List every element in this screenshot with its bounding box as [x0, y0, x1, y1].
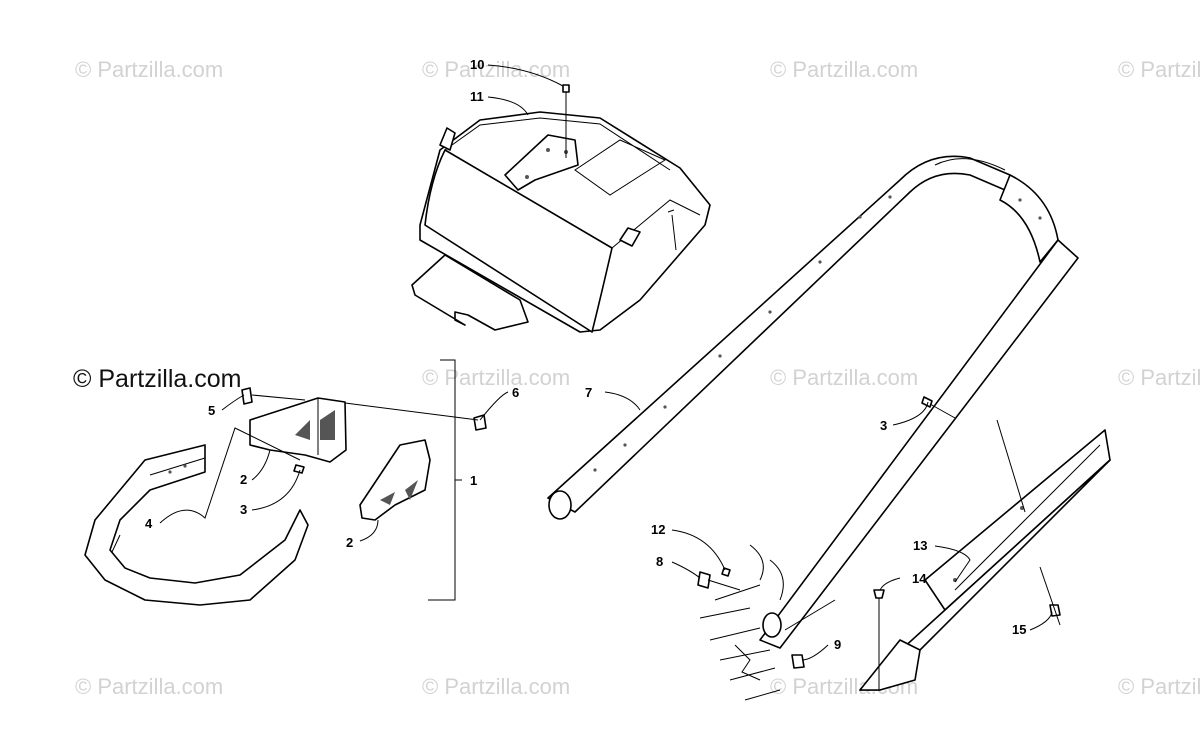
callout-12: 12: [651, 522, 665, 537]
part-rivet-12[interactable]: [721, 567, 731, 577]
callout-14: 14: [912, 571, 927, 586]
callout-13: 13: [913, 538, 927, 553]
callout-2a: 2: [240, 472, 247, 487]
watermark: © Partzilla.com: [770, 365, 918, 390]
part-bolt-5[interactable]: [241, 387, 306, 405]
part-rivet-3b[interactable]: [921, 396, 933, 408]
part-bolt-10[interactable]: [562, 84, 570, 158]
watermark: © Partzilla.com: [75, 57, 223, 82]
callout-layer: 10 11 5 6 7 2 3 4 2 1 3 12 8 9 13 14 15: [145, 57, 1026, 652]
part-storage-bag[interactable]: [411, 111, 711, 333]
watermark: © Partzilla.com: [1118, 365, 1200, 390]
leader-lines: [159, 64, 1061, 661]
watermark: © Partzilla.com: [422, 365, 570, 390]
watermark: © Partzilla.com: [422, 674, 570, 699]
watermark: © Partzilla.com: [1118, 674, 1200, 699]
callout-4: 4: [145, 516, 153, 531]
callout-11: 11: [470, 89, 484, 104]
callout-3b: 3: [880, 418, 887, 433]
part-nut-9[interactable]: [791, 654, 805, 669]
callout-1: 1: [470, 473, 477, 488]
part-roll-bar[interactable]: [547, 155, 1079, 649]
callout-15: 15: [1012, 622, 1026, 637]
watermark: © Partzilla.com: [75, 674, 223, 699]
callout-6: 6: [512, 385, 519, 400]
brand-label: © Partzilla.com: [73, 365, 241, 393]
callout-2b: 2: [346, 535, 353, 550]
callout-3a: 3: [240, 502, 247, 517]
watermark-layer: © Partzilla.com © Partzilla.com © Partzi…: [75, 57, 1200, 699]
part-frame-sketch: [699, 544, 784, 701]
part-rivet-3a[interactable]: [293, 464, 305, 474]
callout-7: 7: [585, 385, 592, 400]
callout-5: 5: [208, 403, 215, 418]
callout-9: 9: [834, 637, 841, 652]
watermark: © Partzilla.com: [422, 57, 570, 82]
watermark: © Partzilla.com: [1118, 57, 1200, 82]
part-nut-6[interactable]: [473, 414, 487, 431]
part-side-panel[interactable]: [859, 429, 1111, 691]
part-bracket-upper[interactable]: [249, 397, 347, 463]
part-bolt-8[interactable]: [697, 571, 741, 591]
part-rivet-14[interactable]: [873, 589, 885, 690]
callout-10: 10: [470, 57, 484, 72]
part-bracket-lower[interactable]: [359, 439, 431, 521]
part-front-bumper[interactable]: [84, 444, 309, 606]
watermark: © Partzilla.com: [770, 57, 918, 82]
callout-8: 8: [656, 554, 663, 569]
